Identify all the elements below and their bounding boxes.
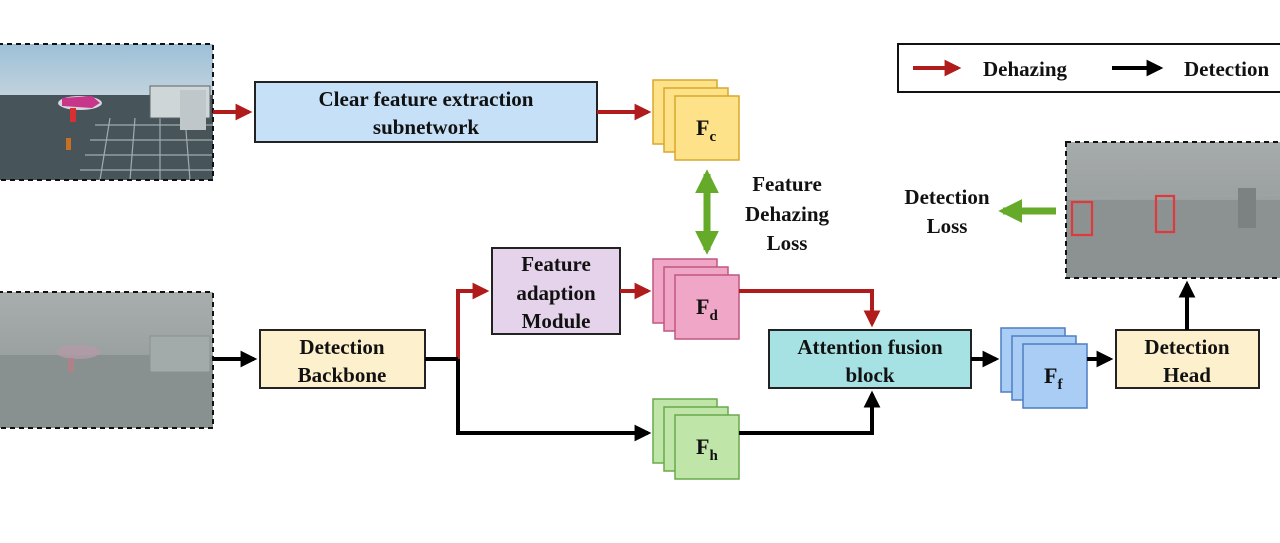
svg-text:Dehazing: Dehazing [745,202,830,226]
clear-feature-extraction-block: Clear feature extraction subnetwork [254,81,598,143]
clear-input-image [0,43,214,181]
fd-label: Fd [696,294,718,324]
attention-line1: Attention fusion [797,335,943,359]
head-line2: Head [1163,363,1211,387]
hazy-input-image [0,291,214,429]
attention-line2: block [845,363,894,387]
adaption-line3: Module [522,309,591,333]
svg-text:Loss: Loss [767,231,808,255]
arrow-fh-to-attention [739,390,881,435]
clear-feature-line1: Clear feature extraction [319,87,534,111]
feature-stack-fd: Fd [652,258,740,340]
head-line1: Detection [1144,335,1229,359]
legend: Dehazing Detection [897,43,1280,93]
clear-feature-line2: subnetwork [373,115,480,139]
adaption-line1: Feature [521,252,591,276]
detection-head-block: Detection Head [1115,329,1260,389]
legend-box [897,43,1280,93]
legend-dehazing-label: Dehazing [983,57,1068,81]
fc-label: Fc [696,115,716,145]
svg-text:Loss: Loss [927,214,968,238]
arrow-backbone-to-adaption [456,282,490,359]
backbone-line2: Backbone [298,363,387,387]
feature-stack-ff: Ff [1000,327,1088,409]
arrow-fd-to-attention [739,289,881,328]
adaption-line2: adaption [516,281,596,305]
svg-text:Detection: Detection [904,185,989,209]
feature-adaption-module-block: Feature adaption Module [491,247,621,335]
backbone-line1: Detection [299,335,384,359]
legend-detection-label: Detection [1184,57,1269,81]
detection-output-image [1065,141,1280,279]
detection-bbox-1 [1070,200,1094,237]
ff-label: Ff [1044,363,1063,393]
detection-loss-label: Detection Loss [904,185,989,238]
feature-dehazing-loss-label: Feature Dehazing Loss [745,172,830,255]
feature-stack-fc: Fc [652,79,740,161]
fh-label: Fh [696,434,718,464]
detection-bbox-2 [1154,194,1176,234]
feature-stack-fh: Fh [652,398,740,480]
svg-text:Feature: Feature [752,172,822,196]
arrow-backbone-to-fh [456,359,652,442]
attention-fusion-block: Attention fusion block [768,329,972,389]
detection-backbone-block: Detection Backbone [259,329,426,389]
